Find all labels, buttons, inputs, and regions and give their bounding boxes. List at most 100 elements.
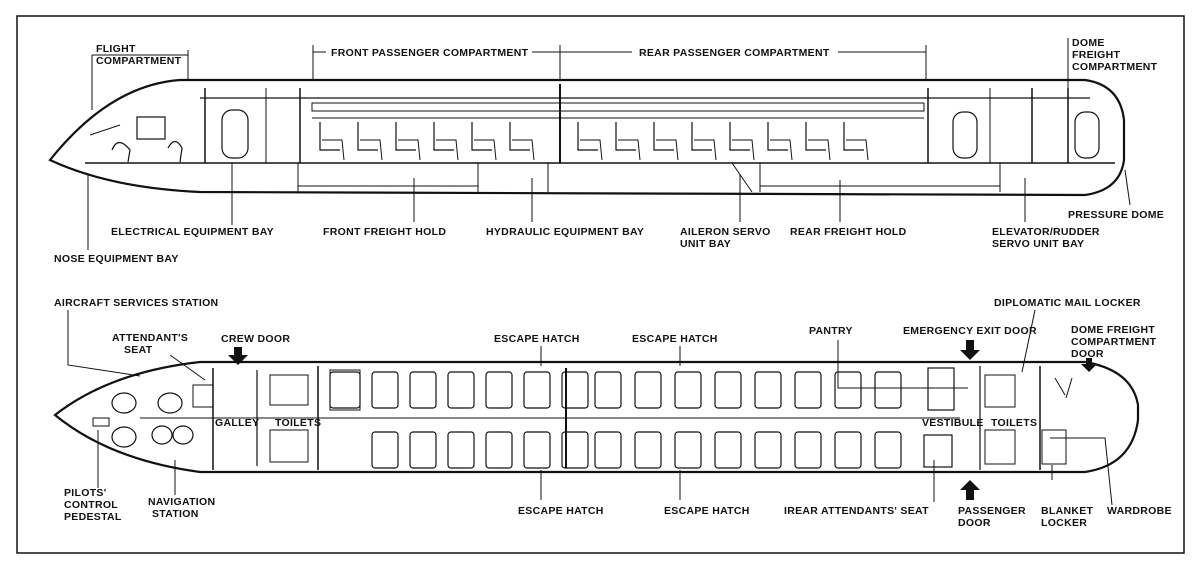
plan-seat — [714, 371, 742, 409]
label-vestibule: VESTIBULE — [922, 417, 984, 429]
side-seat-cushion — [732, 139, 755, 161]
side-crew-door — [221, 109, 249, 159]
side-seat — [319, 122, 340, 151]
side-dome-door — [1074, 111, 1100, 159]
label-escape-hatch-top-2: ESCAPE HATCH — [632, 333, 718, 345]
plan-seat — [674, 371, 702, 409]
side-view: FLIGHT COMPARTMENT FRONT PASSENGER COMPA… — [48, 37, 1164, 265]
plan-seat — [754, 371, 782, 409]
label-pilots-pedestal-2: CONTROL — [64, 499, 118, 511]
side-seat — [357, 122, 378, 151]
plan-seat — [674, 431, 702, 469]
label-crew-door: CREW DOOR — [221, 333, 290, 345]
label-navigation-station-1: NAVIGATION — [148, 496, 215, 508]
label-aircraft-services-station: AIRCRAFT SERVICES STATION — [54, 297, 218, 309]
side-bay-divider — [731, 162, 753, 193]
plan-seat — [447, 371, 475, 409]
side-seat-cushion — [322, 139, 345, 161]
side-seat — [577, 122, 598, 151]
side-seat — [433, 122, 454, 151]
label-attendants-seat-2: SEAT — [124, 344, 153, 356]
label-dome-freight-2: FREIGHT — [1072, 49, 1120, 61]
plan-seat — [485, 431, 513, 469]
plan-galley-unit — [329, 369, 361, 411]
plan-seat — [594, 371, 622, 409]
plan-pantry-unit — [927, 367, 955, 411]
label-elevator-rudder-1: ELEVATOR/RUDDER — [992, 226, 1100, 238]
side-crew-seat — [167, 140, 183, 163]
label-dome-freight-1: DOME — [1072, 37, 1105, 49]
side-seat-cushion — [436, 139, 459, 161]
plan-seat-grid — [329, 371, 902, 469]
label-escape-hatch-top-1: ESCAPE HATCH — [494, 333, 580, 345]
plan-toilet-rear-upper — [984, 374, 1016, 408]
side-seat — [805, 122, 826, 151]
crew-door-arrow-icon — [228, 347, 248, 365]
plan-seat — [523, 431, 551, 469]
side-window-strip — [311, 102, 925, 112]
label-passenger-door-2: DOOR — [958, 517, 991, 529]
plan-seat — [634, 371, 662, 409]
leader-aircraft-services — [67, 310, 141, 377]
side-cockpit-console — [136, 116, 166, 140]
plan-seat — [834, 371, 862, 409]
label-pressure-dome: PRESSURE DOME — [1068, 209, 1164, 221]
label-nose-equipment-bay: NOSE EQUIPMENT BAY — [54, 253, 179, 265]
plan-seat — [874, 431, 902, 469]
label-dome-freight-3: COMPARTMENT — [1072, 61, 1158, 73]
side-seat — [395, 122, 416, 151]
side-rear-door — [952, 111, 978, 159]
label-blanket-locker-1: BLANKET — [1041, 505, 1094, 517]
plan-wardrobe-door — [1054, 377, 1066, 396]
label-elevator-rudder-2: SERVO UNIT BAY — [992, 238, 1084, 250]
label-aileron-servo-1: AILERON SERVO — [680, 226, 771, 238]
label-flight-compartment-1: FLIGHT — [96, 43, 136, 55]
side-seat — [471, 122, 492, 151]
leader-diplomatic-locker — [1021, 309, 1036, 373]
leader-pressure-dome — [1124, 169, 1131, 206]
side-seat — [729, 122, 750, 151]
plan-navigator-seat — [151, 425, 173, 445]
label-pilots-pedestal-1: PILOTS' — [64, 487, 107, 499]
label-aileron-servo-2: UNIT BAY — [680, 238, 731, 250]
label-wardrobe: WARDROBE — [1107, 505, 1172, 517]
diagram-frame — [16, 15, 1185, 554]
plan-seat — [447, 431, 475, 469]
plan-observer-seat — [172, 425, 194, 445]
label-navigation-station-2: STATION — [152, 508, 199, 520]
label-galley: GALLEY — [215, 417, 259, 429]
label-dome-freight-door-3: DOOR — [1071, 348, 1104, 360]
label-dome-freight-door-1: DOME FREIGHT — [1071, 324, 1155, 336]
label-dome-freight-door-2: COMPARTMENT — [1071, 336, 1157, 348]
plan-view: AIRCRAFT SERVICES STATION ATTENDANT'S SE… — [53, 297, 1172, 529]
side-windscreen — [89, 124, 121, 136]
plan-attendant-seat — [192, 384, 214, 408]
plan-seat — [634, 431, 662, 469]
label-passenger-door-1: PASSENGER — [958, 505, 1026, 517]
plan-pilot-seat-right — [111, 426, 137, 448]
leader-attendant-seat — [169, 354, 206, 381]
side-seat — [615, 122, 636, 151]
plan-control-pedestal — [92, 417, 110, 427]
label-pantry: PANTRY — [809, 325, 853, 337]
plan-blanket-locker — [1041, 429, 1067, 465]
side-seat-cushion — [474, 139, 497, 161]
side-seat — [653, 122, 674, 151]
plan-seat — [371, 371, 399, 409]
plan-seat — [794, 431, 822, 469]
side-seat-cushion — [694, 139, 717, 161]
label-toilets-rear: TOILETS — [991, 417, 1037, 429]
plan-fuselage-outline — [53, 360, 1140, 474]
plan-pilot-seat-left — [111, 392, 137, 414]
side-seat-cushion — [360, 139, 383, 161]
side-fuselage-outline — [48, 78, 1126, 197]
plan-seat — [561, 431, 589, 469]
label-diplomatic-mail-locker: DIPLOMATIC MAIL LOCKER — [994, 297, 1141, 309]
label-toilets-front: TOILETS — [275, 417, 321, 429]
label-front-passenger-compartment: FRONT PASSENGER COMPARTMENT — [331, 47, 529, 59]
side-seat-cushion — [846, 139, 869, 161]
plan-seat — [874, 371, 902, 409]
plan-seat — [754, 431, 782, 469]
plan-toilet-front-upper — [269, 374, 309, 406]
